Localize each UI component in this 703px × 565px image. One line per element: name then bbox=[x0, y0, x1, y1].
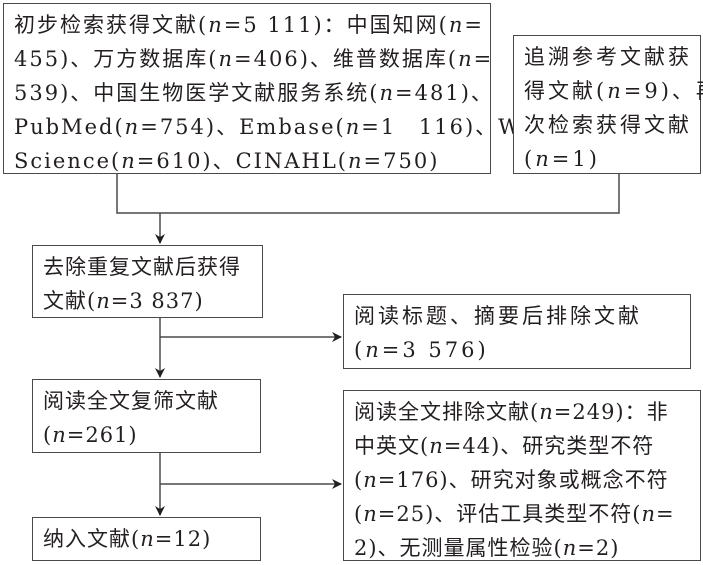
excluded-fulltext-box: 阅读全文排除文献(n=249)：非 中英文(n=44)、研究类型不符 (n=17… bbox=[343, 390, 701, 561]
box-line: (n=25)、评估工具类型不符(n= bbox=[354, 502, 675, 526]
box-line: 初步检索获得文献(n=5 111)：中国知网(n= bbox=[14, 13, 484, 37]
box-line: 阅读全文排除文献(n=249)：非 bbox=[354, 400, 669, 424]
box-line: Science(n=610)、CINAHL(n=750) bbox=[14, 149, 440, 173]
box-line: 纳入文献(n=12) bbox=[43, 527, 212, 551]
box-line: (n=3 576) bbox=[354, 338, 489, 362]
box-line: 次检索获得文献 bbox=[524, 113, 692, 137]
box-line: 阅读全文复筛文献 bbox=[43, 389, 219, 413]
after-dedup-box: 去除重复文献后获得 文献(n=3 837) bbox=[32, 245, 263, 318]
box-line: 2)、无测量属性检验(n=2) bbox=[354, 536, 620, 560]
box-line: PubMed(n=754)、Embase(n=1 116)、Web of bbox=[14, 115, 597, 139]
box-line: 阅读标题、摘要后排除文献 bbox=[354, 304, 642, 328]
fulltext-screen-box: 阅读全文复筛文献 (n=261) bbox=[32, 379, 261, 453]
traced-references-box: 追溯参考文献获 得文献(n=9)、再 次检索获得文献 (n=1) bbox=[513, 35, 703, 174]
box-line: 去除重复文献后获得 bbox=[43, 255, 241, 279]
box-line: 文献(n=3 837) bbox=[43, 289, 204, 313]
excluded-title-abstract-box: 阅读标题、摘要后排除文献 (n=3 576) bbox=[343, 294, 691, 369]
box-line: (n=261) bbox=[43, 423, 138, 447]
box-line: (n=176)、研究对象或概念不符 bbox=[354, 468, 669, 492]
box-line: 455)、万方数据库(n=406)、维普数据库(n= bbox=[14, 47, 494, 71]
initial-search-box: 初步检索获得文献(n=5 111)：中国知网(n= 455)、万方数据库(n=4… bbox=[3, 3, 597, 174]
included-studies-box: 纳入文献(n=12) bbox=[32, 517, 261, 561]
box-line: 追溯参考文献获 bbox=[524, 45, 692, 69]
box-line: 539)、中国生物医学文献服务系统(n=481)、 bbox=[14, 81, 494, 105]
box-line: 得文献(n=9)、再 bbox=[524, 79, 703, 103]
box-line: (n=1) bbox=[524, 147, 600, 171]
box-line: 中英文(n=44)、研究类型不符 bbox=[354, 434, 655, 458]
merge-connector bbox=[116, 174, 620, 214]
